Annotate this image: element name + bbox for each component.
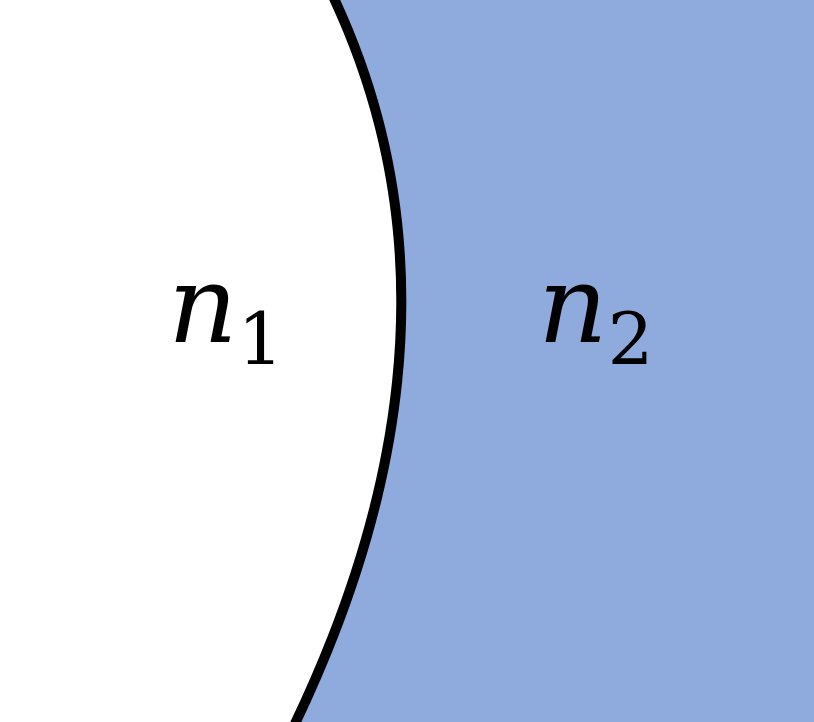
medium-2-region <box>295 0 814 722</box>
medium-2-label-base: n <box>538 243 608 368</box>
medium-2-label-subscript: 2 <box>608 297 654 381</box>
medium-1-label: n1 <box>168 243 283 381</box>
svg-text:n2: n2 <box>538 243 653 381</box>
medium-2-label: n2 <box>538 243 653 381</box>
interface-curve <box>290 0 407 722</box>
svg-text:n1: n1 <box>168 243 283 381</box>
medium-1-label-base: n <box>168 243 238 368</box>
medium-1-label-subscript: 1 <box>238 297 284 381</box>
